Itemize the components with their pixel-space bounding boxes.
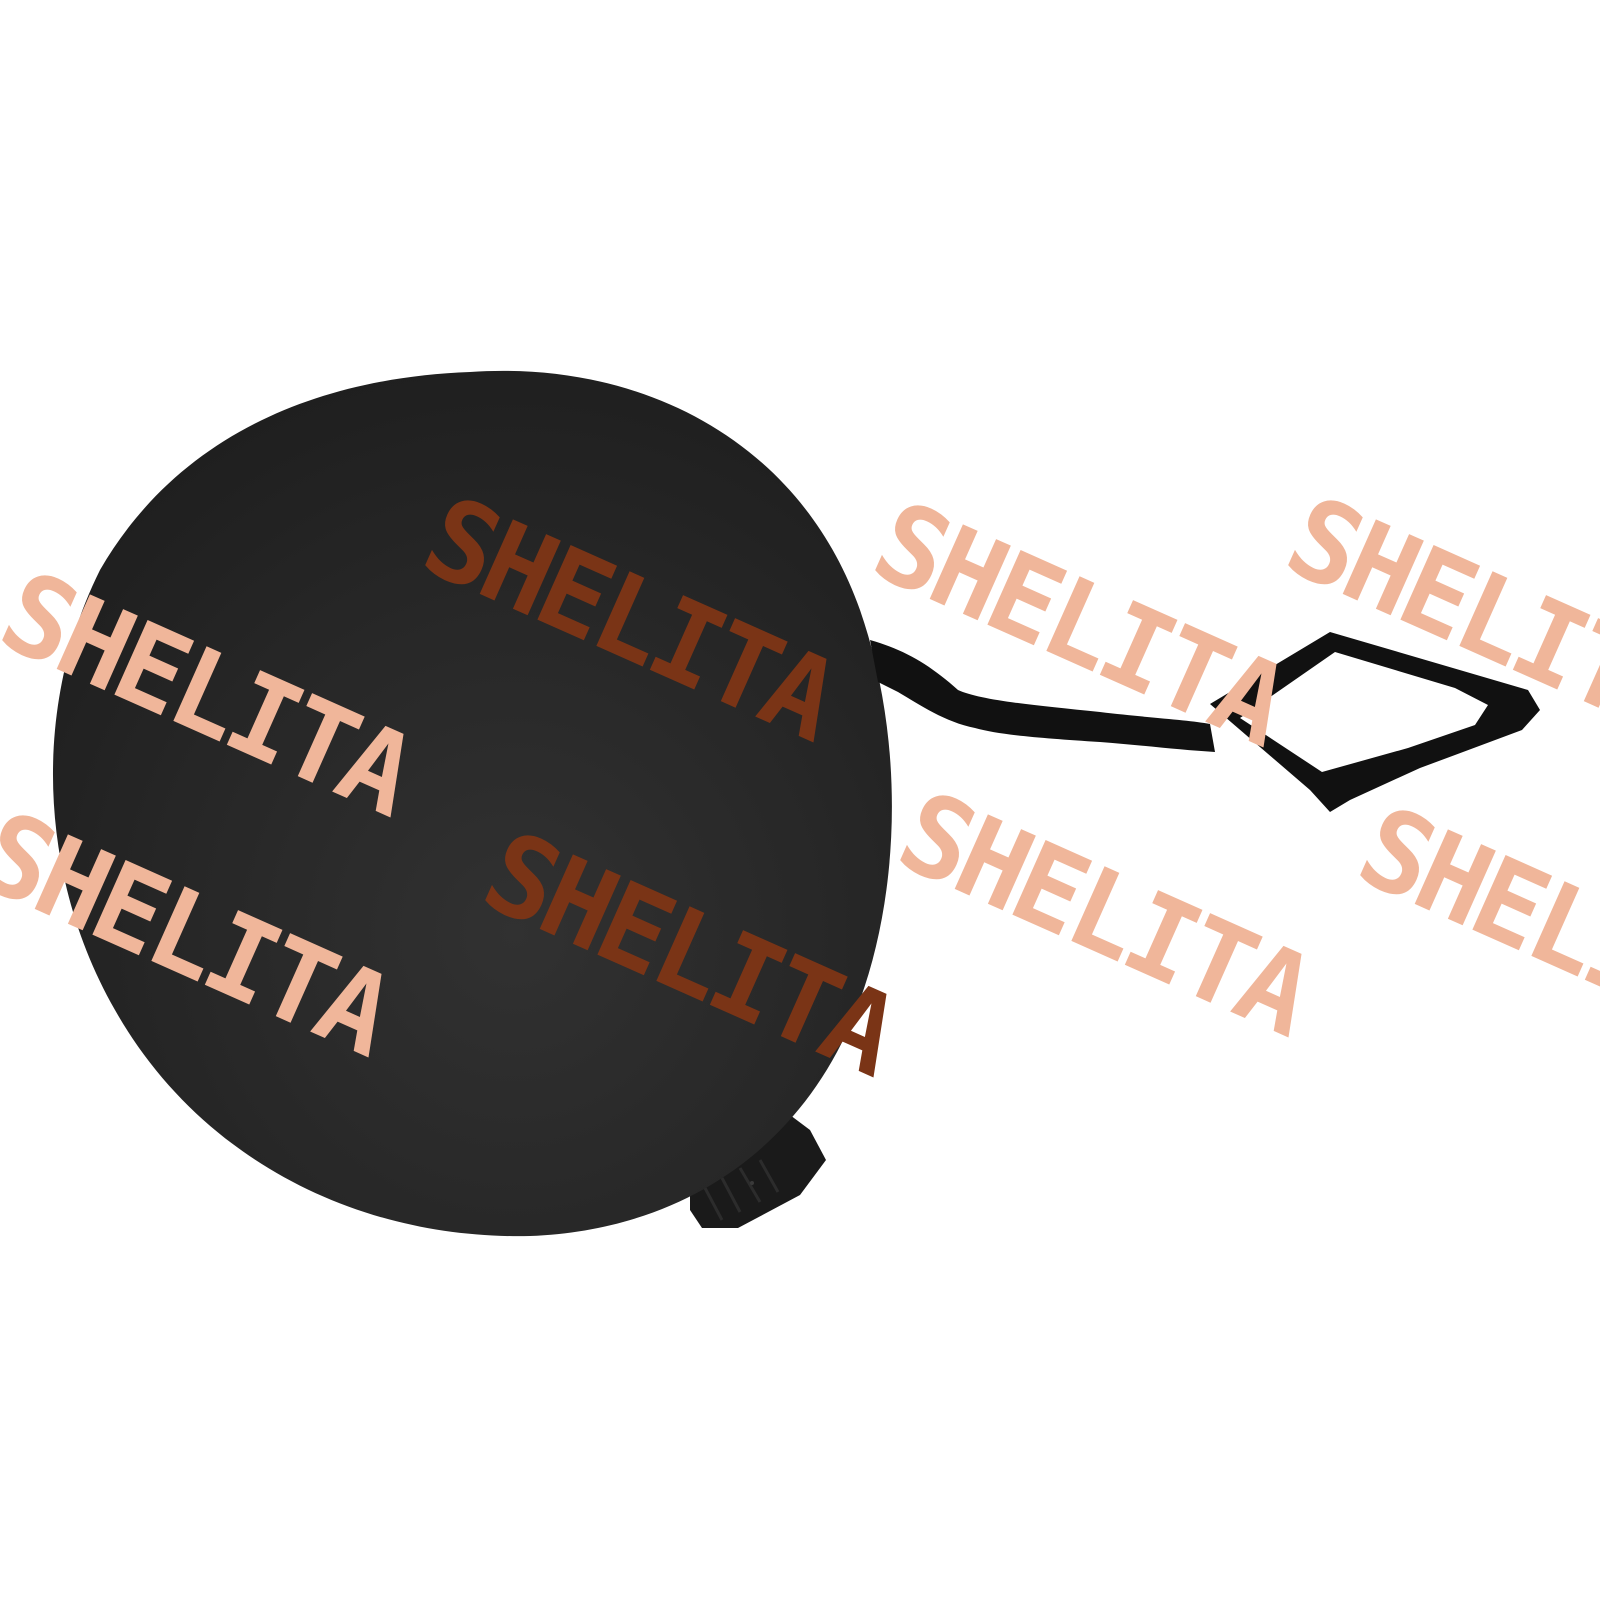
round-cap xyxy=(52,370,892,1237)
tether-strap xyxy=(870,640,1215,752)
locking-tab xyxy=(690,1115,826,1228)
retaining-loop xyxy=(1210,632,1540,812)
